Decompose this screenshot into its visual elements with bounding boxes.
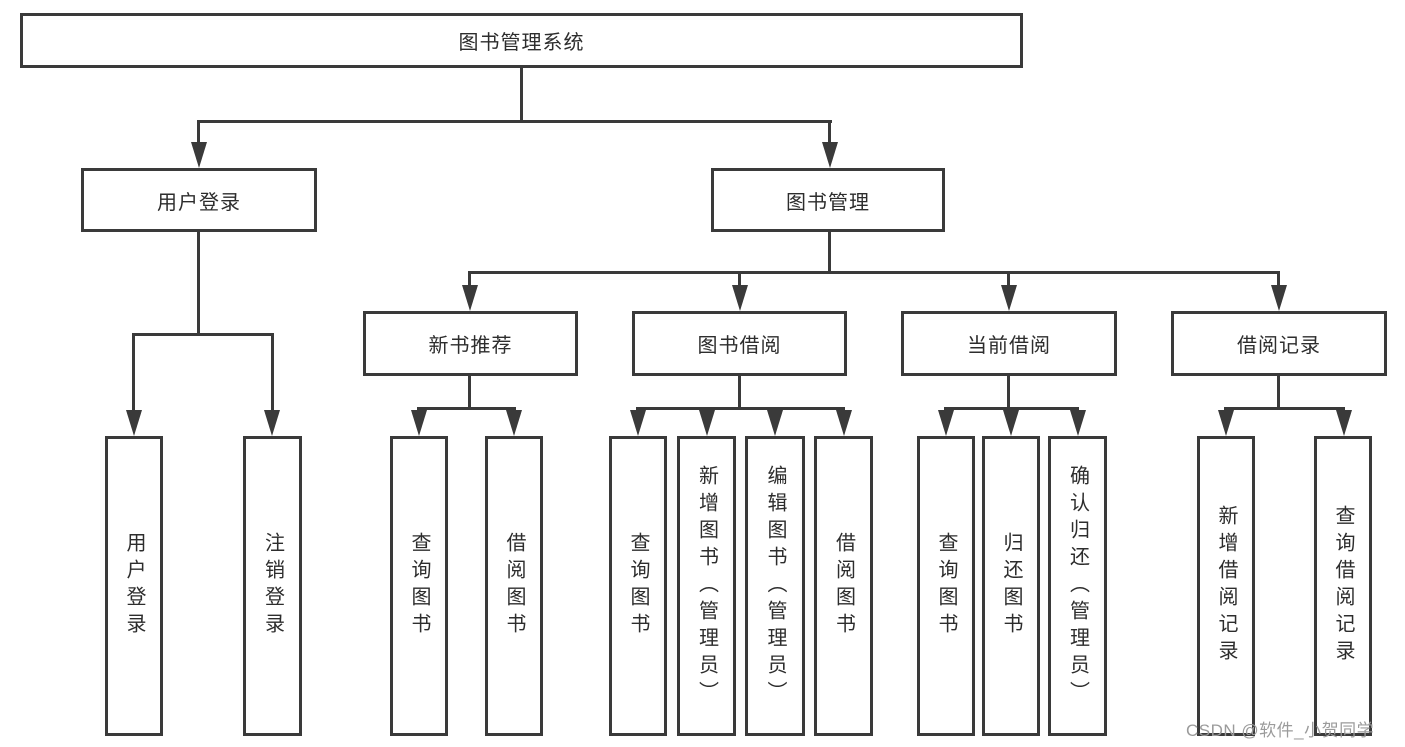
node-book-borrow-label: 图书借阅	[697, 335, 782, 357]
leaf-query-book-current: 查询图书	[917, 436, 975, 736]
connector-stem-book-borrow	[738, 271, 741, 289]
leaf-user-login-label: 用户登录	[123, 532, 145, 640]
arrow-down-icon	[1070, 410, 1086, 436]
node-book-mgmt: 图书管理	[711, 168, 945, 232]
connector-book-mgmt-stem	[828, 232, 831, 274]
leaf-edit-book-admin: 编辑图书（管理员）	[745, 436, 805, 736]
arrow-down-icon	[836, 410, 852, 436]
arrow-down-icon	[938, 410, 954, 436]
connector-new-book-rec-stem	[468, 376, 471, 410]
node-root-label: 图书管理系统	[458, 32, 585, 54]
connector-stem-book-mgmt	[828, 120, 831, 146]
leaf-return-book: 归还图书	[982, 436, 1040, 736]
leaf-confirm-return-admin-label: 确认归还（管理员）	[1066, 464, 1089, 708]
connector-stem-new-book-rec	[468, 271, 471, 289]
leaf-edit-book-admin-label: 编辑图书（管理员）	[764, 464, 786, 708]
connector-root-branch	[198, 120, 832, 123]
leaf-add-book-admin: 新增图书（管理员）	[677, 436, 736, 736]
leaf-user-login: 用户登录	[105, 436, 163, 736]
arrow-down-icon	[506, 410, 522, 436]
leaf-borrow-book-borrow: 借阅图书	[814, 436, 873, 736]
arrow-down-icon	[699, 410, 715, 436]
leaf-borrow-book-borrow-label: 借阅图书	[832, 532, 855, 640]
node-new-book-rec-label: 新书推荐	[428, 335, 513, 357]
connector-stem-leaf-logout	[271, 333, 274, 415]
arrow-down-icon	[1001, 285, 1017, 311]
arrow-down-icon	[767, 410, 783, 436]
leaf-logout-label: 注销登录	[261, 532, 284, 640]
connector-new-book-rec-branch	[417, 407, 516, 410]
arrow-down-icon	[264, 410, 280, 436]
leaf-query-book-rec-label: 查询图书	[408, 532, 430, 640]
arrow-down-icon	[1336, 410, 1352, 436]
leaf-add-borrow-record: 新增借阅记录	[1197, 436, 1255, 736]
connector-current-borrow-stem	[1007, 376, 1010, 410]
leaf-return-book-label: 归还图书	[1000, 532, 1022, 640]
node-book-borrow: 图书借阅	[632, 311, 847, 376]
node-user-login: 用户登录	[81, 168, 317, 232]
connector-root-stem	[520, 68, 523, 122]
node-borrow-records: 借阅记录	[1171, 311, 1387, 376]
arrow-down-icon	[822, 142, 838, 168]
arrow-down-icon	[411, 410, 427, 436]
connector-stem-user-login	[197, 120, 200, 146]
arrow-down-icon	[630, 410, 646, 436]
node-user-login-label: 用户登录	[157, 191, 241, 214]
connector-stem-borrow-records	[1277, 271, 1280, 289]
connector-user-login-stem	[197, 232, 200, 335]
connector-book-borrow-branch	[636, 407, 845, 410]
leaf-query-book-rec: 查询图书	[390, 436, 448, 736]
connector-stem-leaf-user-login	[132, 333, 135, 415]
leaf-query-book-borrow: 查询图书	[609, 436, 667, 736]
node-current-borrow-label: 当前借阅	[967, 335, 1051, 357]
arrow-down-icon	[1003, 410, 1019, 436]
connector-book-mgmt-branch	[468, 271, 1280, 274]
arrow-down-icon	[1271, 285, 1287, 311]
arrow-down-icon	[462, 285, 478, 311]
node-book-mgmt-label: 图书管理	[786, 191, 870, 214]
leaf-borrow-book-rec: 借阅图书	[485, 436, 543, 736]
arrow-down-icon	[732, 285, 748, 311]
node-borrow-records-label: 借阅记录	[1237, 335, 1321, 357]
leaf-query-borrow-record-label: 查询借阅记录	[1332, 505, 1354, 667]
arrow-down-icon	[191, 142, 207, 168]
leaf-query-book-borrow-label: 查询图书	[627, 532, 649, 640]
watermark: CSDN @软件_小贺同学	[1186, 721, 1375, 740]
connector-borrow-records-branch	[1224, 407, 1345, 410]
leaf-query-borrow-record: 查询借阅记录	[1314, 436, 1372, 736]
node-current-borrow: 当前借阅	[901, 311, 1117, 376]
leaf-logout: 注销登录	[243, 436, 302, 736]
leaf-borrow-book-rec-label: 借阅图书	[503, 532, 525, 640]
leaf-confirm-return-admin: 确认归还（管理员）	[1048, 436, 1107, 736]
leaf-add-book-admin-label: 新增图书（管理员）	[695, 464, 718, 708]
connector-user-login-branch	[132, 333, 274, 336]
node-new-book-rec: 新书推荐	[363, 311, 578, 376]
connector-stem-current-borrow	[1007, 271, 1010, 289]
node-root: 图书管理系统	[20, 13, 1023, 68]
connector-borrow-records-stem	[1277, 376, 1280, 410]
connector-book-borrow-stem	[738, 376, 741, 410]
leaf-add-borrow-record-label: 新增借阅记录	[1215, 505, 1237, 667]
arrow-down-icon	[126, 410, 142, 436]
leaf-query-book-current-label: 查询图书	[935, 532, 957, 640]
arrow-down-icon	[1218, 410, 1234, 436]
